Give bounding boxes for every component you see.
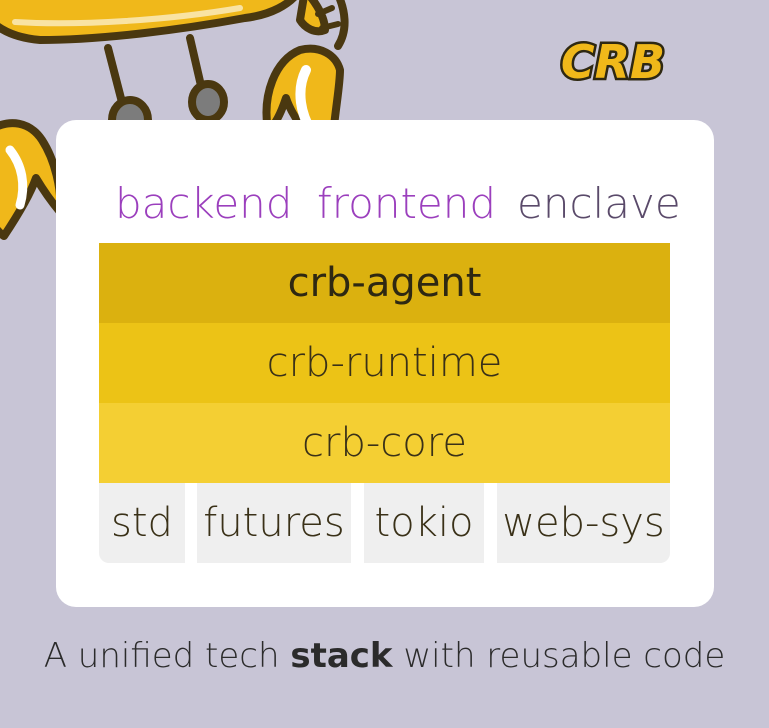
crab-legs: [104, 34, 206, 114]
caption: A unified tech stack with reusable code: [0, 630, 769, 682]
target-frontend: frontend: [317, 179, 497, 228]
target-backend: backend: [115, 179, 293, 228]
target-enclave: enclave: [517, 179, 681, 228]
crb-logo: CRB: [558, 33, 667, 92]
dependency-web-sys: web-sys: [497, 483, 670, 563]
dependency-tokio: tokio: [364, 483, 484, 563]
dependencies-row: std futures tokio web-sys: [99, 483, 670, 563]
caption-bold: stack: [290, 636, 393, 676]
layer-crb-agent: crb-agent: [99, 243, 670, 323]
crab-body: [0, 0, 297, 44]
dependency-futures: futures: [197, 483, 351, 563]
dependency-std: std: [99, 483, 185, 563]
crb-logo-text: CRB: [561, 35, 665, 89]
layer-crb-core: crb-core: [99, 403, 670, 483]
target-platforms: backend frontend enclave: [99, 175, 681, 233]
crab-left-claw: [0, 119, 65, 240]
layer-crb-runtime: crb-runtime: [99, 323, 670, 403]
caption-before: A unified tech: [43, 636, 291, 676]
caption-after: with reusable code: [392, 636, 726, 676]
